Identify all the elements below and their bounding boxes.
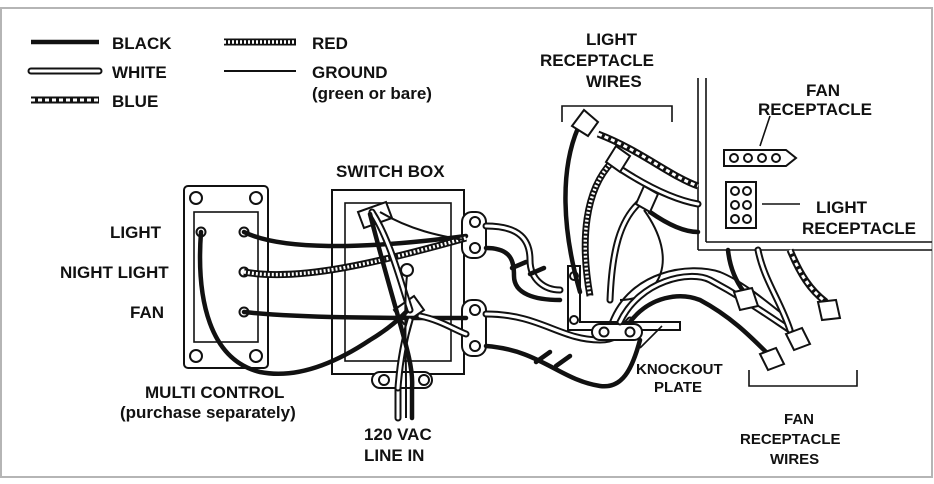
label-fan-receptacle-2: RECEPTACLE bbox=[758, 100, 872, 119]
legend-ground-note: (green or bare) bbox=[312, 84, 432, 103]
label-fan-receptacle-1: FAN bbox=[806, 81, 840, 100]
ground-screw bbox=[400, 263, 414, 277]
fan-receptacle-pointer bbox=[759, 115, 771, 147]
upper-cable bbox=[482, 222, 564, 303]
label-fan-receptacle-wires-3: WIRES bbox=[770, 451, 819, 468]
strap-screw-bottom-left bbox=[189, 349, 203, 363]
knockout-plate bbox=[567, 265, 681, 349]
strap-screw-top-left bbox=[189, 191, 203, 205]
legend-red-label: RED bbox=[312, 34, 348, 53]
knockout-plate-body bbox=[567, 265, 681, 331]
legend: BLACK WHITE BLUE RED GROUND (green or ba… bbox=[27, 34, 432, 111]
wire-nut-light-1 bbox=[570, 108, 600, 138]
legend-white-label: WHITE bbox=[112, 63, 167, 82]
label-purchase-separately: (purchase separately) bbox=[120, 403, 296, 422]
label-light-receptacle-wires-3: WIRES bbox=[586, 72, 642, 91]
wire-nut-fan-3 bbox=[784, 326, 812, 352]
wire-nut-fan-4 bbox=[758, 346, 786, 372]
strap-screw-top-right bbox=[249, 191, 263, 205]
wire-line-black bbox=[197, 229, 409, 377]
strap-screw-bottom-right bbox=[249, 349, 263, 363]
fan-housing bbox=[697, 78, 932, 251]
label-light: LIGHT bbox=[110, 223, 162, 242]
label-switch-box: SWITCH BOX bbox=[336, 162, 445, 181]
light-receptacle-wires bbox=[563, 108, 702, 304]
legend-ground-label: GROUND bbox=[312, 63, 388, 82]
wire-nut-light-3 bbox=[634, 184, 660, 214]
fan-wires-bracket bbox=[748, 370, 858, 387]
legend-blue-label: BLUE bbox=[112, 92, 158, 111]
label-light-receptacle-wires-1: LIGHT bbox=[586, 30, 638, 49]
label-120-vac: 120 VAC bbox=[364, 425, 432, 444]
label-light-receptacle-1: LIGHT bbox=[816, 198, 868, 217]
label-knockout: KNOCKOUT bbox=[636, 361, 723, 378]
line-in-cable bbox=[394, 384, 415, 422]
wire-nut-fan-1 bbox=[732, 286, 760, 312]
label-line-in: LINE IN bbox=[364, 446, 424, 465]
cable-clamp-lower bbox=[461, 299, 487, 357]
label-light-receptacle-wires-2: RECEPTACLE bbox=[540, 51, 654, 70]
light-wires-bracket bbox=[561, 105, 673, 122]
wire-light-black bbox=[241, 229, 469, 249]
label-night-light: NIGHT LIGHT bbox=[60, 263, 169, 282]
label-fan-receptacle-wires-1: FAN bbox=[784, 411, 814, 428]
wire-nut-fan-2 bbox=[816, 298, 842, 322]
label-light-receptacle-2: RECEPTACLE bbox=[802, 219, 916, 238]
label-multi-control: MULTI CONTROL bbox=[145, 383, 284, 402]
fan-receptacle-wires bbox=[609, 246, 842, 372]
label-fan-receptacle-wires-2: RECEPTACLE bbox=[740, 431, 841, 448]
label-plate: PLATE bbox=[654, 379, 702, 396]
label-fan: FAN bbox=[130, 303, 164, 322]
wire-nut-light-2 bbox=[604, 144, 632, 174]
switch-wires bbox=[197, 208, 470, 392]
legend-black-label: BLACK bbox=[112, 34, 172, 53]
